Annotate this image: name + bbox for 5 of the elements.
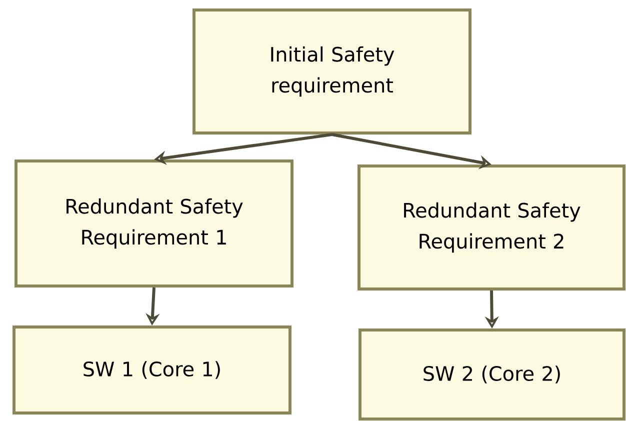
process-box: Redundant Safety Requirement 2	[358, 164, 626, 290]
process-box: Initial Safety requirement	[192, 8, 472, 134]
process-box: Redundant Safety Requirement 1	[14, 160, 294, 288]
process-box: SW 2 (Core 2)	[358, 328, 626, 420]
process-box: SW 1 (Core 1)	[12, 326, 292, 414]
